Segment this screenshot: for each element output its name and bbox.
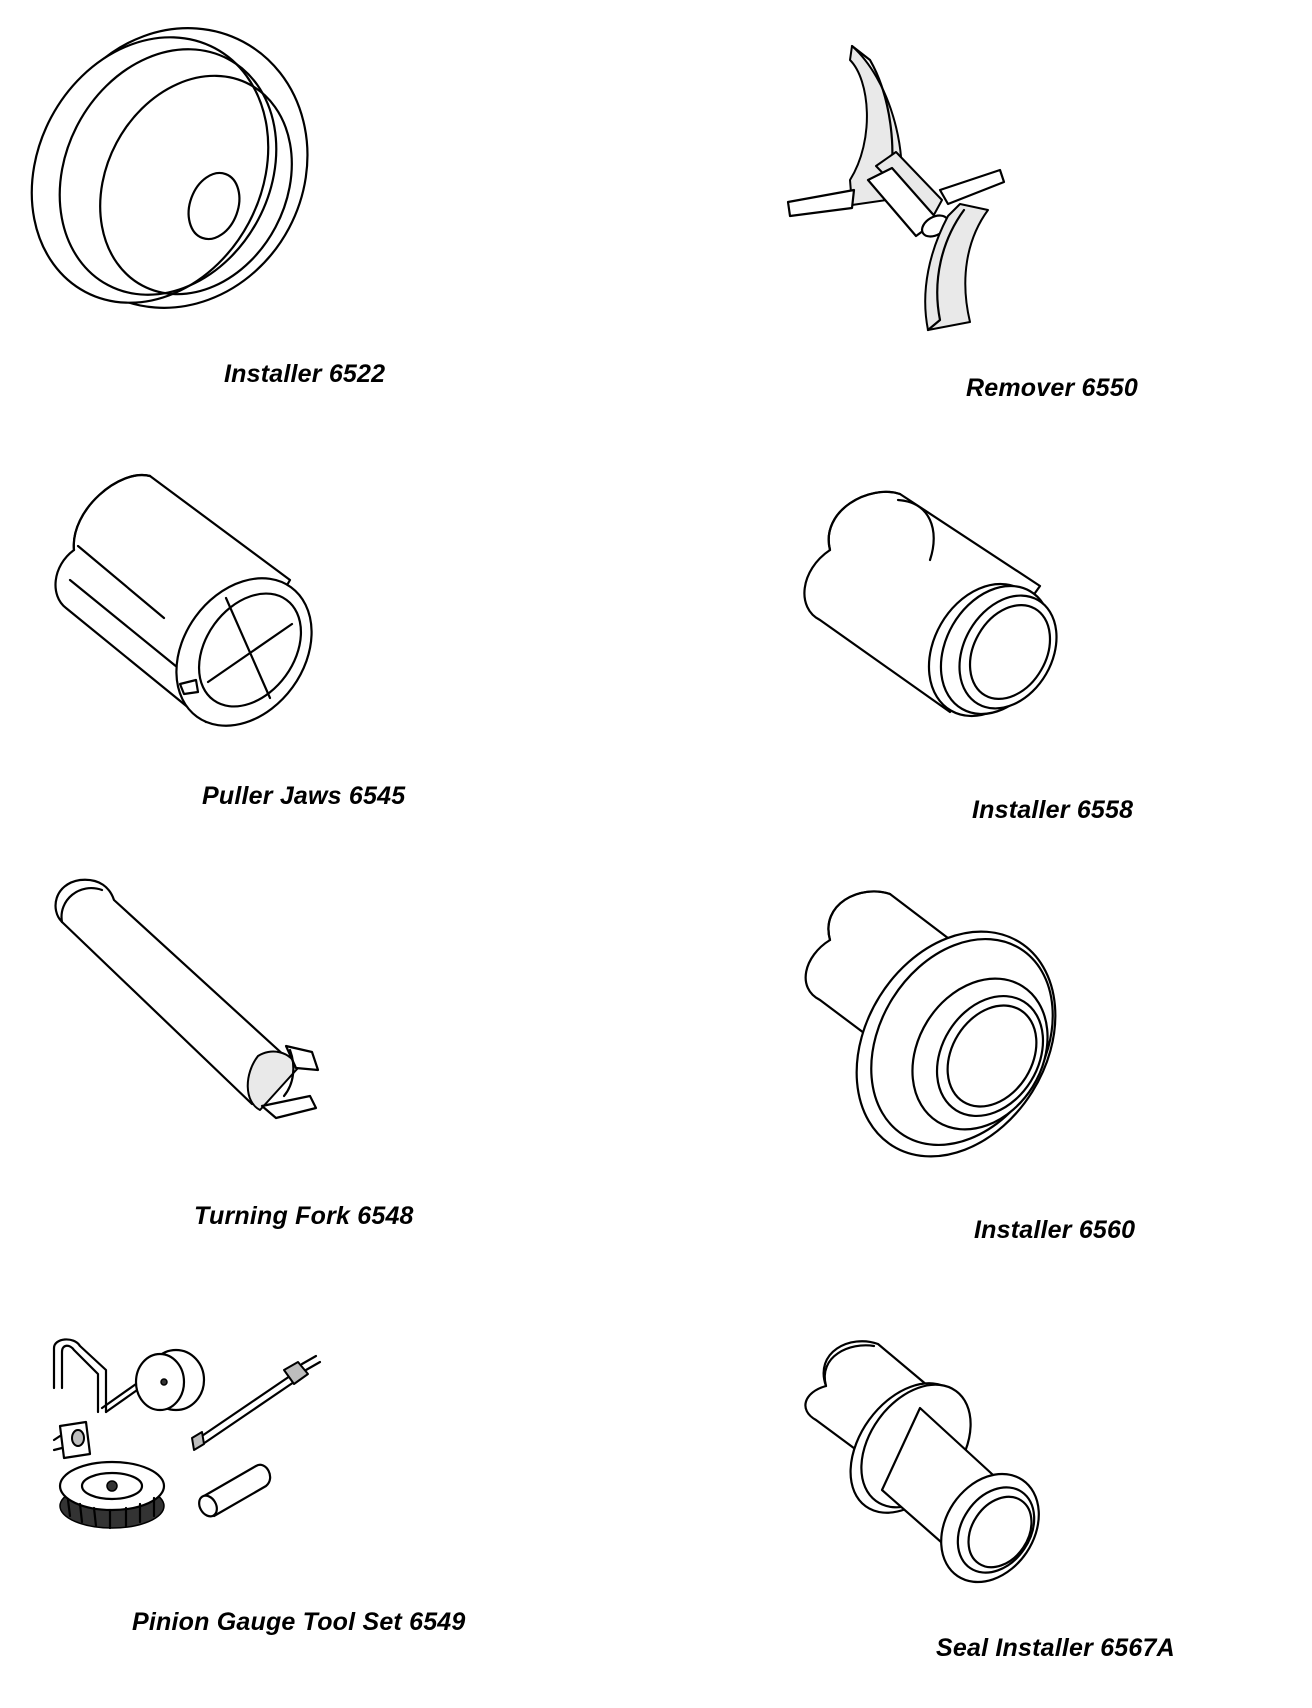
- tool-caption: Pinion Gauge Tool Set 6549: [132, 1608, 466, 1636]
- tool-caption: Turning Fork 6548: [194, 1202, 414, 1230]
- tool-caption: Installer 6558: [972, 796, 1134, 824]
- puller-jaws-6545-illustration: [30, 470, 330, 760]
- installer-6560-illustration: [790, 890, 1080, 1180]
- tool-caption: Seal Installer 6567A: [936, 1634, 1175, 1662]
- pinion-gauge-6549-illustration: [40, 1338, 350, 1530]
- turning-fork-6548-illustration: [40, 870, 340, 1130]
- seal-installer-6567a-illustration: [790, 1340, 1080, 1600]
- tool-caption: Installer 6560: [974, 1216, 1136, 1244]
- tool-caption: Remover 6550: [966, 374, 1138, 402]
- installer-6522-illustration: [0, 0, 380, 340]
- tool-caption: Puller Jaws 6545: [202, 782, 406, 810]
- tool-caption: Installer 6522: [224, 360, 386, 388]
- installer-6558-illustration: [790, 490, 1080, 730]
- remover-6550-illustration: [780, 40, 1060, 340]
